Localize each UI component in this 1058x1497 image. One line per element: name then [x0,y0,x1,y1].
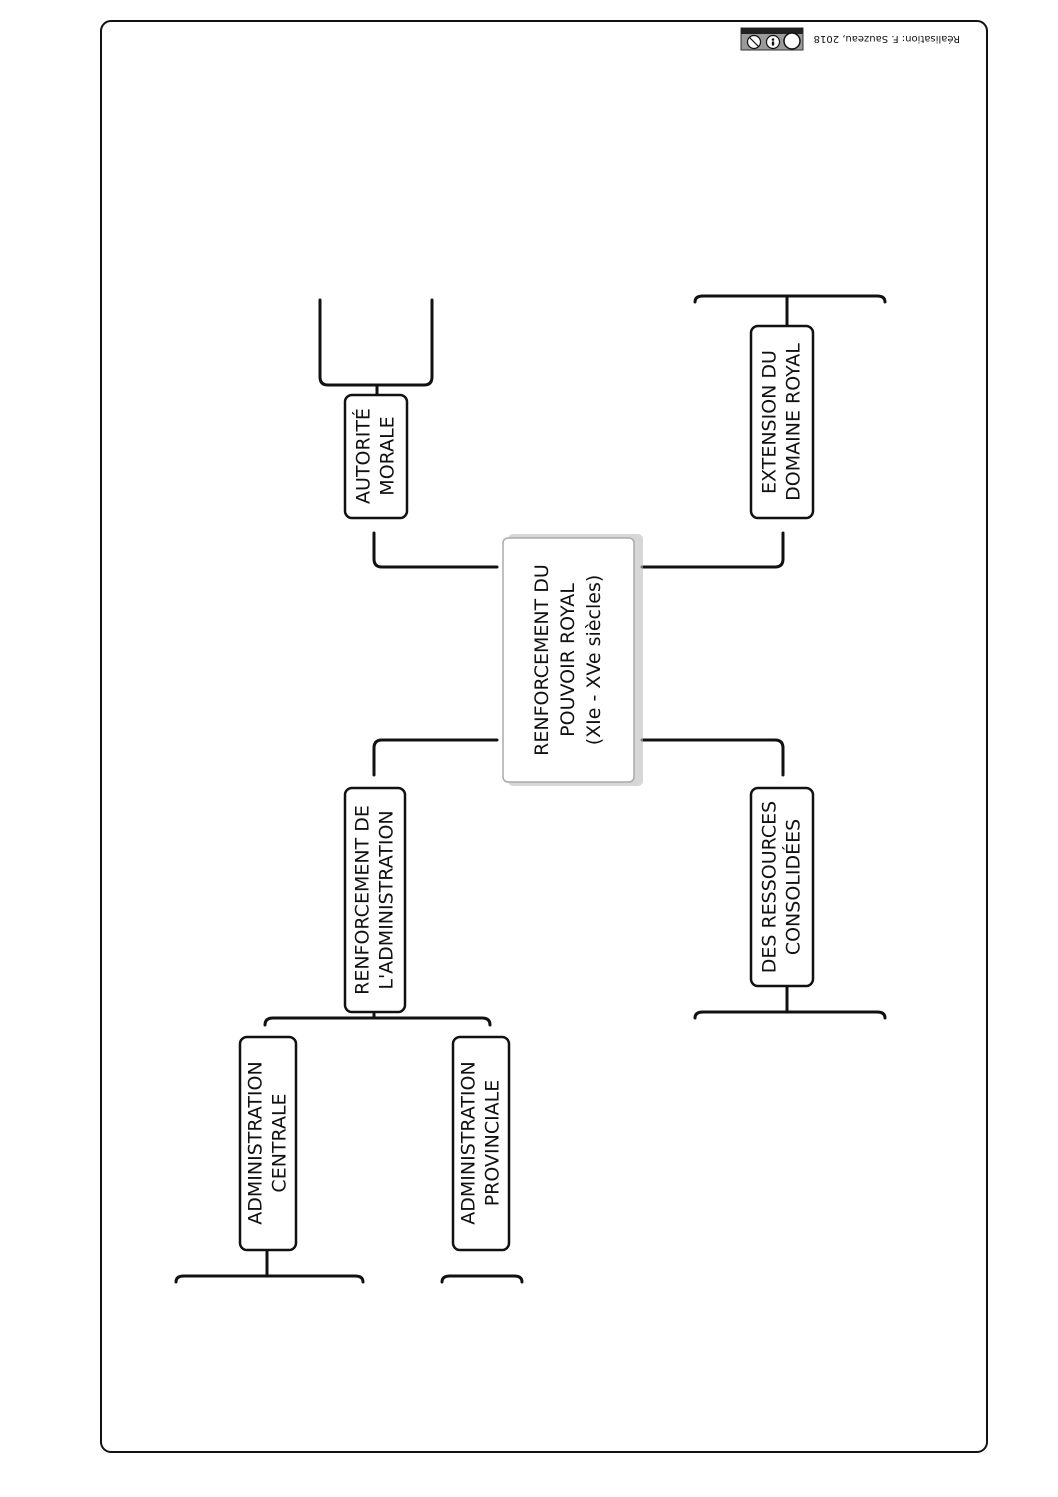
by-icon-head [771,38,775,41]
credit-text: Réalisation: F. Sauzeau, 2018 [814,33,960,45]
connector-root-ressources [640,738,785,777]
node-domaine-line-2: DOMAINE ROYAL [783,343,805,501]
connector-root-administration [372,738,499,777]
node-ressources: DES RESSOURCES CONSOLIDÉES [749,786,815,988]
node-autorite-line-1: AUTORITÉ [352,408,375,504]
root-line-2: POUVOIR ROYAL [557,583,579,737]
node-centrale-box [238,1035,298,1252]
node-administration: RENFORCEMENT DE L'ADMINISTRATION [343,786,407,1014]
node-provinciale-line-2: PROVINCIALE [482,1080,504,1207]
bracket-administration [263,1016,492,1027]
cc-icon [783,32,801,50]
node-administration-line-2: L'ADMINISTRATION [376,810,398,989]
root-node: RENFORCEMENT DU POUVOIR ROYAL (XIe - XVe… [502,534,643,786]
page-frame [100,20,988,1453]
node-provinciale: ADMINISTRATION PROVINCIALE [451,1035,511,1252]
credit: Réalisation: F. Sauzeau, 2018 [740,27,960,51]
node-autorite: AUTORITÉ MORALE [343,393,409,520]
node-ressources-line-1: DES RESSOURCES [759,801,781,974]
node-ressources-line-2: CONSOLIDÉES [782,819,805,955]
bracket-ressources [693,1010,887,1020]
bracket-domaine [693,294,887,304]
license-badge [740,27,804,51]
node-domaine-line-1: EXTENSION DU [759,350,781,494]
node-domaine-box [749,324,815,520]
root-line-1: RENFORCEMENT DU [531,564,553,756]
bracket-centrale [174,1274,365,1284]
by-icon-body [771,41,775,46]
root-line-3: (XIe - XVe siècles) [583,575,605,746]
node-autorite-box [343,393,409,520]
node-centrale-line-2: CENTRALE [269,1093,291,1192]
nc-icon-slash [749,37,759,47]
node-centrale: ADMINISTRATION CENTRALE [238,1035,298,1252]
node-provinciale-line-1: ADMINISTRATION [458,1061,480,1224]
node-administration-box [343,786,407,1014]
license-badge-strip [741,28,803,34]
node-ressources-box [749,786,815,988]
bracket-provinciale [440,1274,524,1284]
node-autorite-line-2: MORALE [377,416,399,495]
root-node-box [502,537,635,783]
node-administration-line-1: RENFORCEMENT DE [352,805,374,995]
node-provinciale-box [451,1035,511,1252]
connectors [174,294,887,1284]
connector-root-autorite [372,531,499,569]
bracket-autorite [318,298,434,387]
node-centrale-line-1: ADMINISTRATION [245,1061,267,1224]
node-domaine: EXTENSION DU DOMAINE ROYAL [749,324,815,520]
connector-root-domaine [640,531,785,569]
